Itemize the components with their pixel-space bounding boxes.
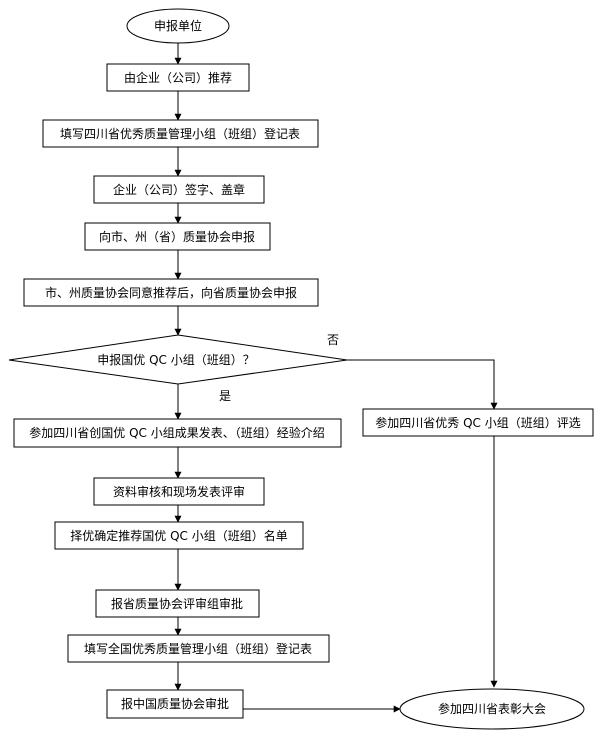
start-node: 申报单位 xyxy=(126,8,230,44)
step-select-list-label: 择优确定推荐国优 QC 小组（班组）名单 xyxy=(70,528,287,543)
end-node: 参加四川省表彰大会 xyxy=(399,688,585,730)
end-label: 参加四川省表彰大会 xyxy=(438,701,546,716)
step-national-form-label: 填写全国优秀质量管理小组（班组）登记表 xyxy=(84,641,312,656)
step-province-apply: 市、州质量协会同意推荐后，向省质量协会申报 xyxy=(23,278,319,307)
step-select-list: 择优确定推荐国优 QC 小组（班组）名单 xyxy=(54,521,304,550)
step-review: 资料审核和现场发表评审 xyxy=(93,477,265,506)
step-china-approval: 报中国质量协会审批 xyxy=(106,689,244,719)
step-presentation: 参加四川省创国优 QC 小组成果发表、（班组）经验介绍 xyxy=(13,418,342,448)
step-national-form: 填写全国优秀质量管理小组（班组）登记表 xyxy=(67,634,330,663)
decision-node: 申报国优 QC 小组（班组）？ xyxy=(8,334,348,385)
start-label: 申报单位 xyxy=(154,18,202,33)
step-province-selection-label: 参加四川省优秀 QC 小组（班组）评选 xyxy=(375,415,580,430)
decision-label: 申报国优 QC 小组（班组）？ xyxy=(97,352,254,367)
no-branch-label: 否 xyxy=(327,333,339,347)
step-province-apply-label: 市、州质量协会同意推荐后，向省质量协会申报 xyxy=(45,285,297,300)
step-province-approval: 报省质量协会评审组审批 xyxy=(95,589,260,618)
step-province-selection: 参加四川省优秀 QC 小组（班组）评选 xyxy=(362,408,594,437)
step-recommend-label: 由企业（公司）推荐 xyxy=(124,70,232,85)
edge-decision-no xyxy=(347,359,498,410)
step-sign-seal: 企业（公司）签字、盖章 xyxy=(93,175,265,204)
step-review-label: 资料审核和现场发表评审 xyxy=(113,484,245,499)
flow-edges xyxy=(174,43,498,713)
step-recommend: 由企业（公司）推荐 xyxy=(106,63,250,92)
step-city-apply-label: 向市、州（省）质量协会申报 xyxy=(99,229,255,244)
step-sign-seal-label: 企业（公司）签字、盖章 xyxy=(113,182,245,197)
step-city-apply: 向市、州（省）质量协会申报 xyxy=(84,222,271,251)
step-china-approval-label: 报中国质量协会审批 xyxy=(121,696,229,711)
step-register-form: 填写四川省优秀质量管理小组（班组）登记表 xyxy=(42,119,319,148)
step-presentation-label: 参加四川省创国优 QC 小组成果发表、（班组）经验介绍 xyxy=(29,425,324,440)
step-province-approval-label: 报省质量协会评审组审批 xyxy=(111,596,243,611)
yes-branch-label: 是 xyxy=(219,389,231,403)
step-register-form-label: 填写四川省优秀质量管理小组（班组）登记表 xyxy=(60,126,300,141)
